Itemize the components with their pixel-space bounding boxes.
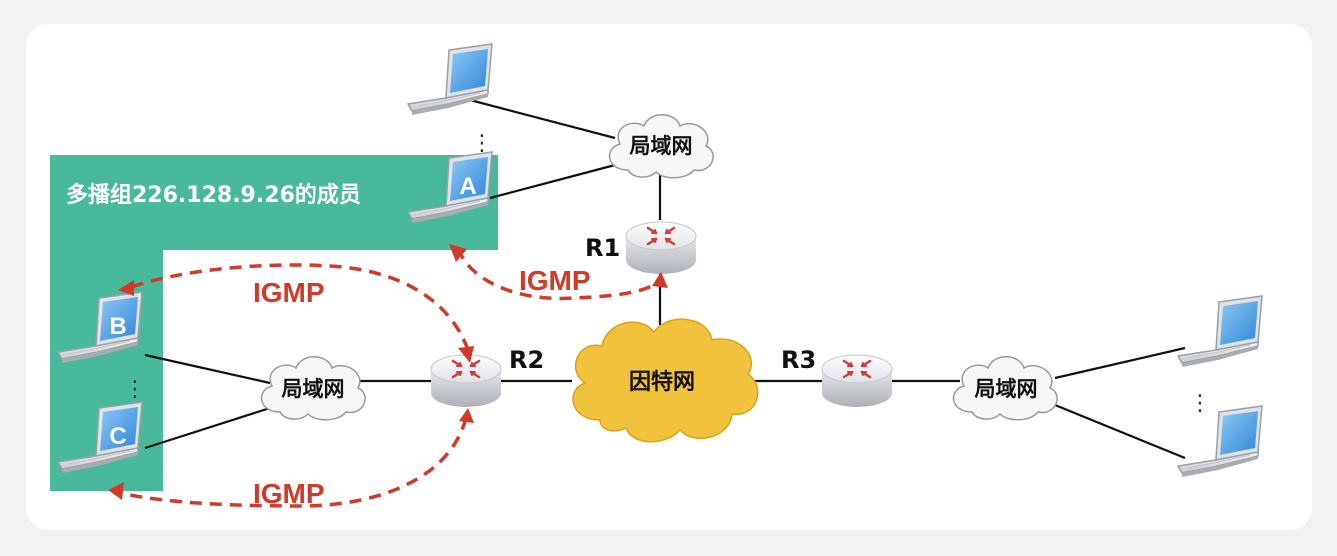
arrowhead [449, 244, 467, 262]
internet-label: 因特网 [629, 369, 695, 395]
internet-cloud: 因特网 [572, 318, 759, 443]
router-r3 [820, 353, 894, 409]
lan-label: 局域网 [975, 377, 1038, 401]
igmp-label-r2-c: IGMP [253, 478, 325, 509]
host-b-label: B [109, 313, 126, 340]
laptop-right-bottom [1177, 405, 1263, 478]
links [144, 98, 1186, 460]
router-r2 [429, 353, 503, 409]
arrowhead [458, 346, 474, 363]
router-r1-label: R1 [585, 234, 620, 262]
arrowhead [459, 408, 474, 423]
arrowhead [108, 482, 124, 500]
igmp-arrow-r1-a [456, 247, 662, 301]
ellipsis: ⋮ [1189, 390, 1211, 415]
multicast-group-region [50, 155, 498, 491]
lan-label: 局域网 [630, 134, 693, 158]
ellipsis: ⋮ [471, 130, 493, 155]
igmp-arrowheads [108, 244, 668, 500]
diagram-card [26, 24, 1312, 530]
router-r3-label: R3 [781, 346, 816, 374]
igmp-arrow-r2-c [115, 417, 468, 508]
arrowhead [118, 280, 134, 296]
lan-cloud-r2: 局域网 [260, 356, 366, 421]
arrowhead [652, 272, 668, 288]
laptop-top [407, 43, 493, 116]
ellipsis: ⋮ [124, 376, 146, 401]
host-a-label: A [459, 173, 476, 200]
group-label: 多播组226.128.9.26的成员 [66, 182, 361, 208]
lan-cloud-r1: 局域网 [608, 114, 714, 179]
igmp-label-r1: IGMP [519, 265, 591, 296]
igmp-label-r2-b: IGMP [253, 277, 325, 308]
router-r1 [624, 220, 698, 276]
laptop-right-top [1177, 295, 1263, 368]
router-r2-label: R2 [509, 346, 544, 374]
lan-cloud-r3: 局域网 [952, 356, 1058, 421]
host-c-label: C [109, 423, 126, 450]
igmp-arrows [115, 247, 662, 508]
igmp-arrow-r2-b [127, 263, 470, 351]
lan-label: 局域网 [282, 377, 345, 401]
